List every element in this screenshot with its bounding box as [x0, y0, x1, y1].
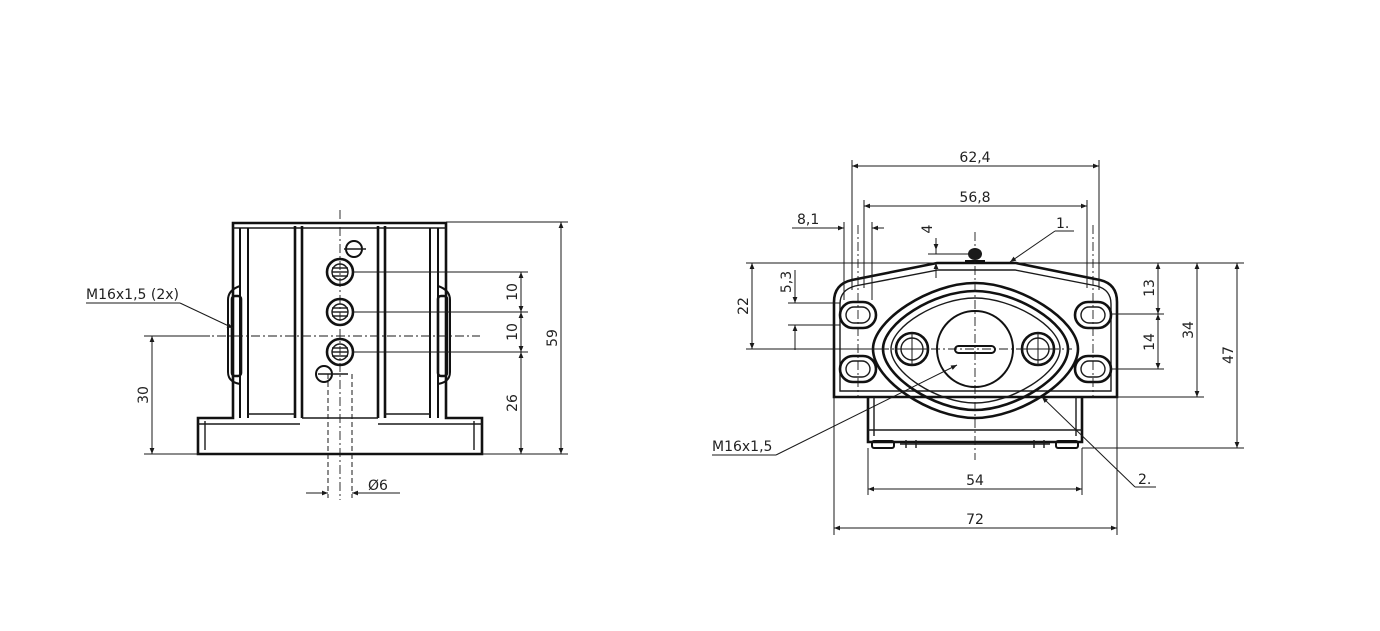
dim-outer-width: 62,4 — [959, 150, 990, 166]
dim-pitch-top: 10 — [505, 283, 521, 301]
dim-mid-height: 34 — [1181, 321, 1197, 339]
gasket-outer — [871, 281, 1080, 420]
side-view: 10 10 26 59 30 Ø6 M16x1,5 (2x) — [86, 210, 568, 500]
side-thread-label: M16x1,5 (2x) — [86, 287, 179, 303]
front-thread-label: M16x1,5 — [712, 439, 772, 455]
front-view: 62,4 56,8 8,1 4 5,3 22 13 14 34 47 — [712, 150, 1244, 535]
dim-left-height: 22 — [736, 297, 752, 315]
dim-total-width: 72 — [966, 512, 984, 528]
dim-total-height: 59 — [545, 329, 561, 347]
front-flange-outline — [832, 261, 1119, 399]
callout-two: 2. — [1138, 472, 1151, 488]
dim-pitch-bottom: 10 — [505, 323, 521, 341]
dim-hole-diameter: Ø6 — [368, 478, 388, 494]
dim-full-height: 47 — [1221, 346, 1237, 364]
callout-one: 1. — [1056, 216, 1069, 232]
dim-base-to-hole: 26 — [505, 394, 521, 412]
dim-slot-pitch: 5,3 — [779, 271, 795, 293]
dim-top-height: 4 — [920, 224, 936, 233]
dim-inner-width: 56,8 — [959, 190, 990, 206]
dim-lower-right: 14 — [1142, 333, 1158, 351]
dim-left-offset: 8,1 — [797, 212, 819, 228]
dim-upper-right: 13 — [1142, 279, 1158, 297]
dim-center-height: 30 — [136, 386, 152, 404]
dim-base-width: 54 — [966, 473, 984, 489]
